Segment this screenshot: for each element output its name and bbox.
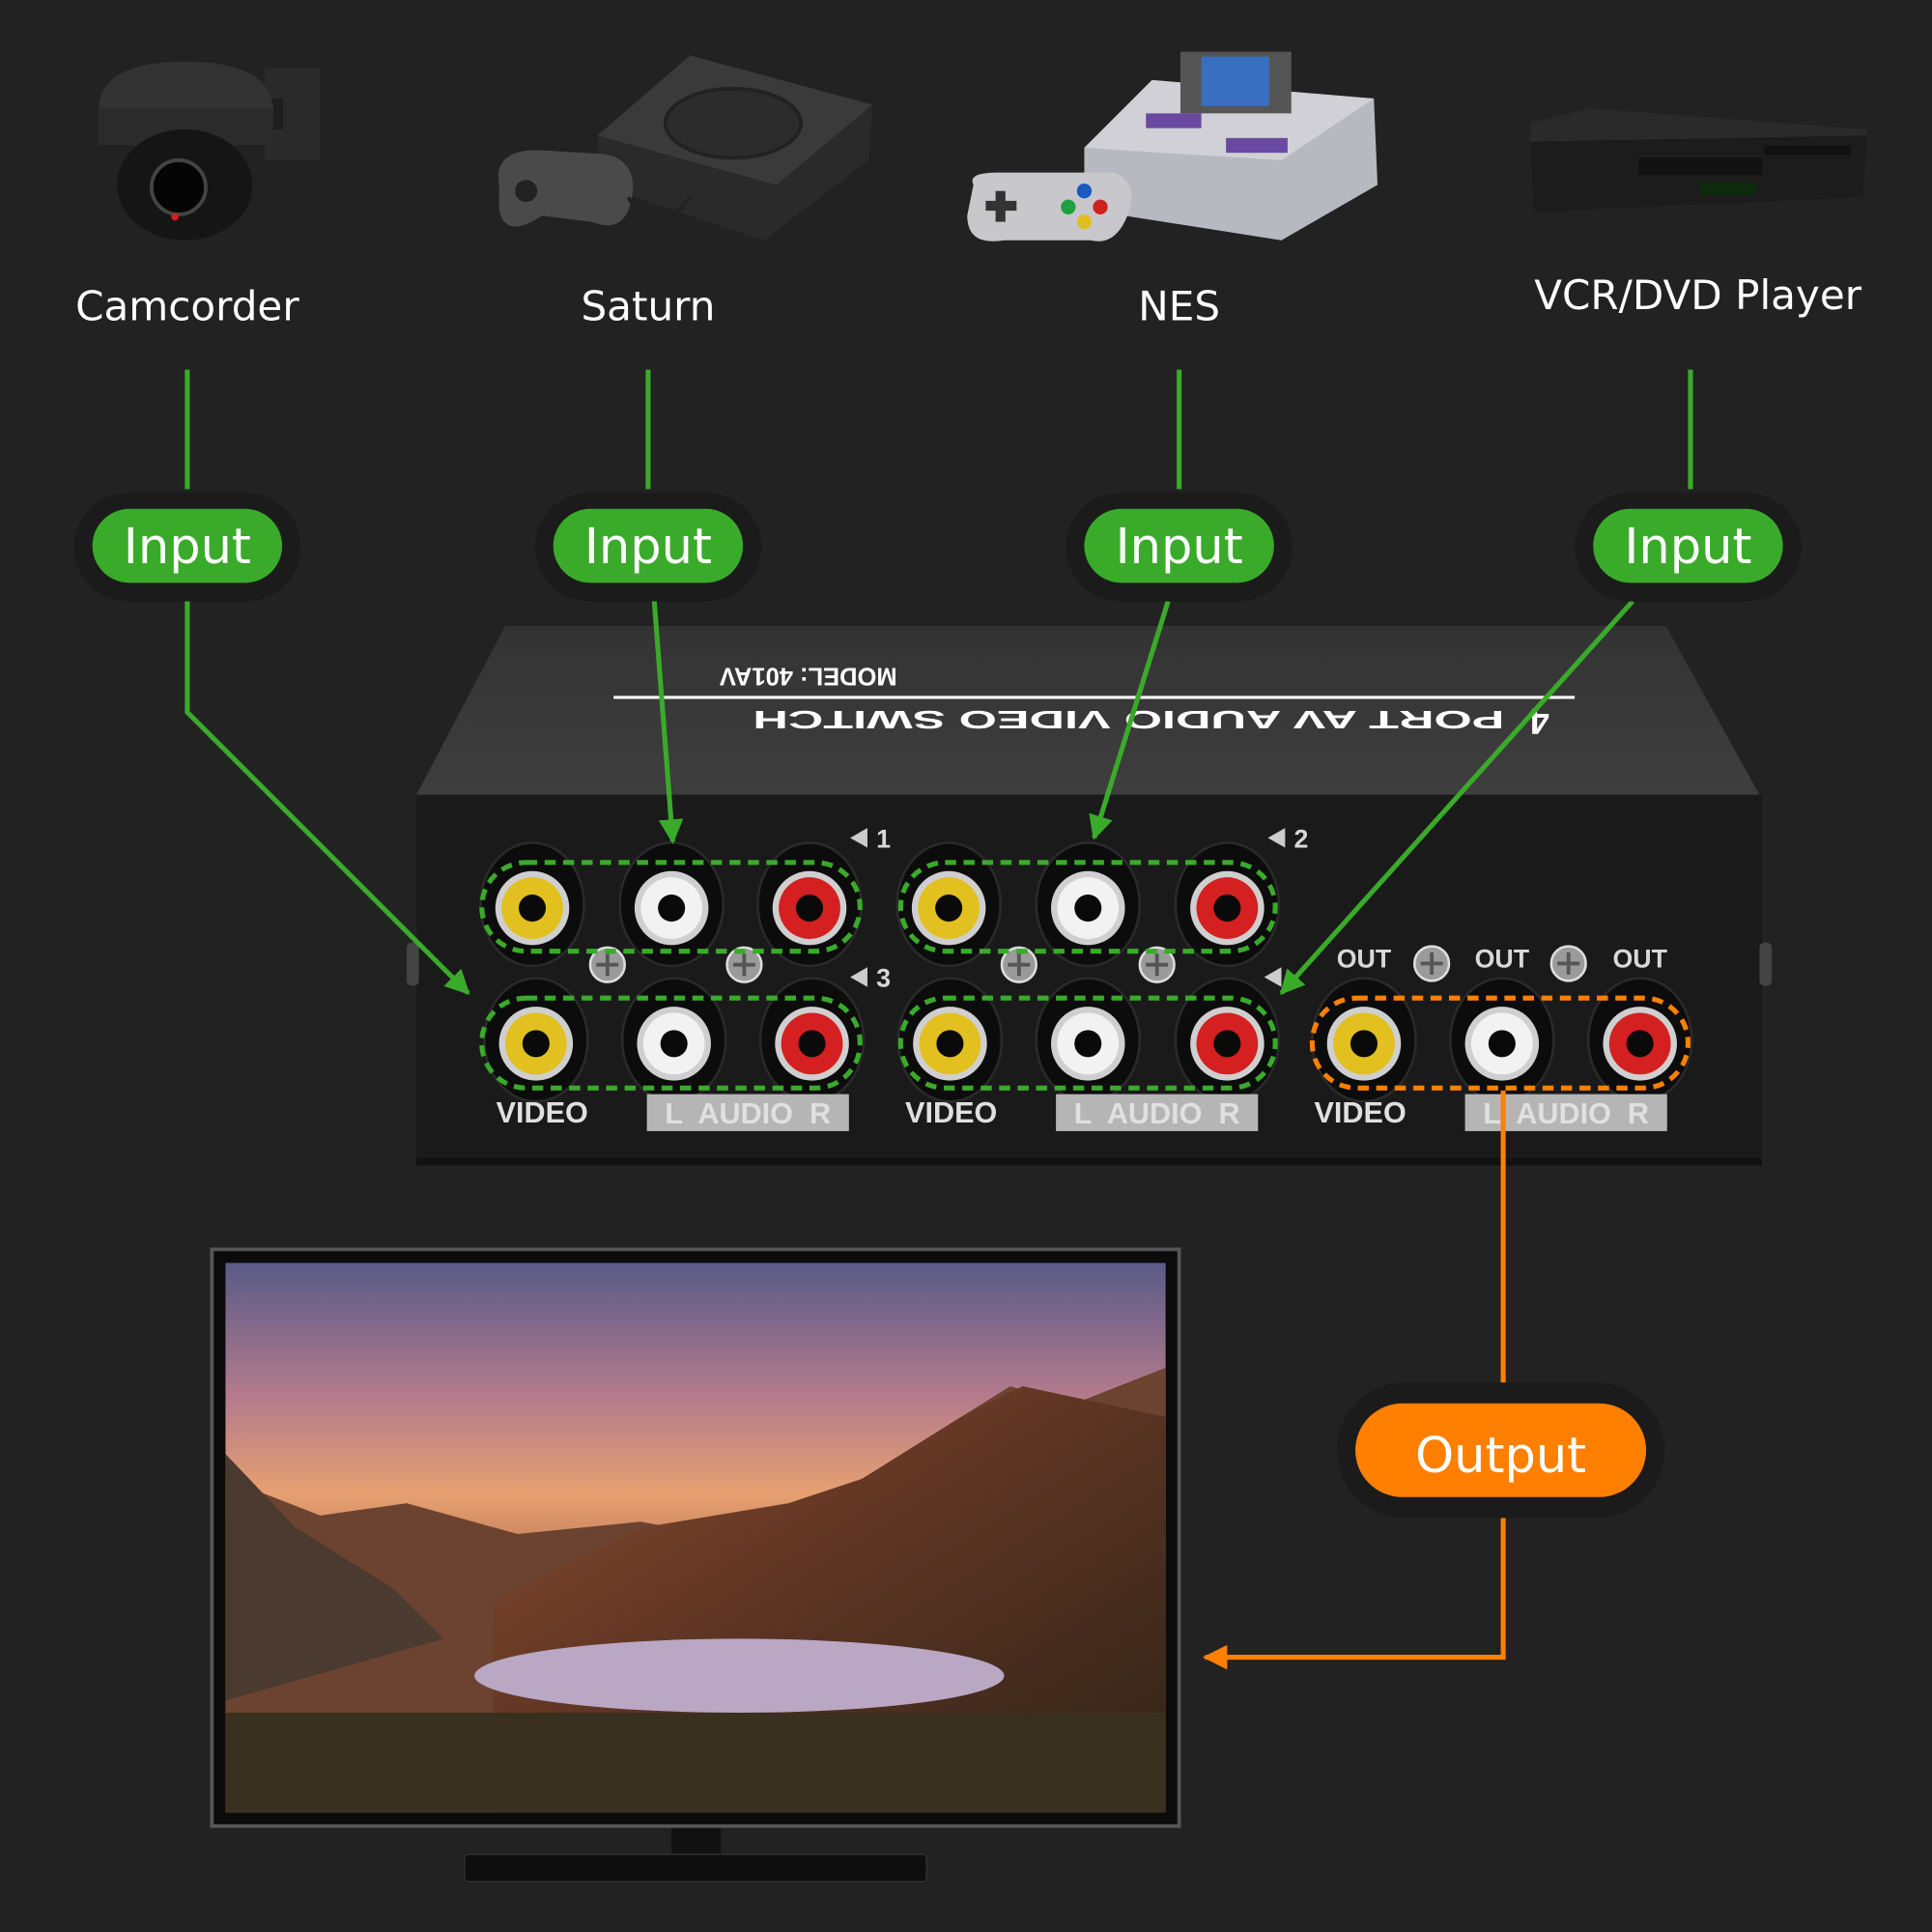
out-label-right: OUT (1612, 944, 1667, 973)
out-label-left: OUT (1475, 944, 1530, 973)
television (210, 1247, 1181, 1883)
port-group-highlights (479, 860, 1690, 1091)
input-badge-label: Input (1624, 519, 1751, 576)
port-numbers: 1 2 3 (850, 825, 1308, 993)
port-number-1: 1 (876, 825, 891, 854)
output-group (1309, 995, 1690, 1091)
input-group-4 (897, 995, 1278, 1091)
rca-jack-audio-right[interactable] (758, 977, 866, 1103)
port-number-3: 3 (876, 964, 891, 993)
video-label: VIDEO (497, 1096, 588, 1129)
rca-jack-audio-left[interactable] (620, 977, 727, 1103)
device-model-text: MODEL: 401AV (720, 662, 897, 689)
input-badge-saturn: Input (534, 493, 762, 602)
input-group-2 (897, 860, 1278, 954)
screw-icon (1138, 946, 1176, 983)
rca-jack-audio-right[interactable] (756, 841, 863, 968)
source-label-camcorder: Camcorder (75, 283, 299, 330)
audio-label: L AUDIO R (1483, 1097, 1649, 1130)
port-arrow-icon (1267, 828, 1286, 848)
audio-label: L AUDIO R (1074, 1097, 1240, 1130)
vcr-player-icon (1530, 108, 1867, 213)
source-label-saturn: Saturn (581, 283, 715, 330)
screw-icon (1000, 946, 1037, 983)
port-arrow-icon (850, 828, 867, 848)
audio-label: L AUDIO R (665, 1097, 831, 1130)
input-group-3 (479, 995, 863, 1091)
input-badge-vcr: Input (1575, 493, 1802, 602)
output-connector (1202, 1090, 1506, 1670)
screw-icon (588, 946, 626, 983)
video-label: VIDEO (905, 1096, 997, 1129)
rca-jacks (479, 841, 1693, 1103)
out-label-video: OUT (1337, 944, 1392, 973)
screw-icon (725, 946, 763, 983)
input-badge-nes: Input (1065, 493, 1293, 602)
rca-jack-audio-right[interactable] (1174, 841, 1281, 968)
rca-jack-audio-right[interactable] (1174, 977, 1281, 1103)
panel-labels: VIDEO L AUDIO R VIDEO L AUDIO R VIDEO L … (497, 1094, 1667, 1131)
input-badge-camcorder: Input (73, 493, 301, 602)
video-label: VIDEO (1315, 1096, 1406, 1129)
screw-icon (1549, 945, 1587, 982)
rca-jack-audio-left[interactable] (618, 841, 724, 968)
rca-jack-audio-left[interactable] (1449, 977, 1555, 1103)
port-arrow-icon (1264, 967, 1282, 987)
rca-jack-audio-left[interactable] (1035, 841, 1142, 968)
rca-jack-video[interactable] (896, 977, 1004, 1103)
input-group-1 (479, 860, 863, 954)
input-badge-label: Input (1116, 519, 1243, 576)
rca-jack-video[interactable] (479, 841, 585, 968)
port-arrow-icon (850, 967, 867, 987)
game-console-icon (497, 55, 873, 241)
retro-console-icon (967, 51, 1378, 242)
source-label-nes: NES (1138, 283, 1220, 330)
rca-jack-video[interactable] (1311, 977, 1417, 1103)
input-connectors (185, 369, 1693, 490)
rca-jack-audio-right[interactable] (1586, 977, 1693, 1103)
source-label-vcr: VCR/DVD Player (1534, 271, 1861, 319)
port-number-2: 2 (1293, 825, 1308, 854)
tv-screen-landscape (225, 1263, 1166, 1813)
input-badge-label: Input (584, 519, 712, 576)
input-badge-label: Input (124, 519, 251, 576)
input-arrows (185, 599, 1634, 995)
output-badge-label: Output (1415, 1428, 1586, 1485)
security-camera-icon (99, 61, 321, 241)
screw-icon (1413, 945, 1451, 982)
rca-jack-audio-left[interactable] (1035, 977, 1142, 1103)
rca-jack-video[interactable] (483, 977, 589, 1103)
output-badge: Output (1336, 1382, 1665, 1519)
rca-jack-video[interactable] (895, 841, 1002, 968)
